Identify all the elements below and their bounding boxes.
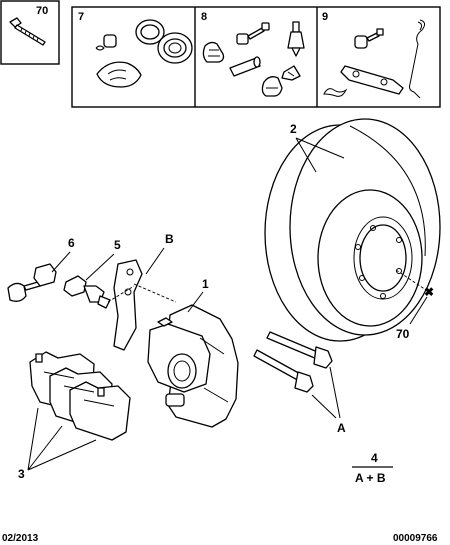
kit-box-8-label: 8 — [201, 11, 207, 23]
callout-bleed-cap: 6 — [68, 236, 75, 250]
bleed-cap[interactable] — [7, 263, 57, 302]
kit-box-70[interactable]: 70 — [0, 0, 60, 65]
bolt-lower[interactable] — [253, 349, 314, 393]
dust-seal-icon — [135, 19, 165, 45]
formula-numerator: 4 — [371, 451, 378, 465]
brake-pads[interactable] — [29, 351, 131, 441]
assembly-formula: 4 A + B — [352, 451, 393, 485]
formula-denominator: A + B — [355, 471, 386, 485]
footer-ref-number: 00009766 — [393, 533, 438, 544]
kit-box-9[interactable]: 9 — [322, 11, 426, 99]
screw-icon — [9, 17, 46, 46]
kit-box-7-label: 7 — [78, 11, 84, 23]
anti-rattle-clip-icon — [281, 65, 301, 81]
callout-disc: 2 — [290, 122, 297, 136]
bolt-upper[interactable] — [266, 331, 333, 369]
guide-sleeve-icon — [229, 56, 261, 77]
bleed-screw[interactable] — [63, 275, 111, 309]
disc-screw-marker: ✖ — [424, 285, 434, 299]
spring-clip-icon — [409, 19, 426, 99]
piston-seal-icon — [157, 32, 193, 64]
bleed-cap-small-icon — [354, 28, 384, 49]
guide-pin-icon — [236, 22, 270, 45]
kit-box-9-label: 9 — [322, 11, 328, 23]
guide-plate-icon — [340, 65, 404, 95]
grease-tube-icon — [287, 21, 305, 57]
callout-bleed-screw: 5 — [114, 238, 121, 252]
boot-icon — [202, 41, 225, 63]
boot-small-icon — [261, 76, 283, 97]
kit-box-70-label: 70 — [36, 5, 48, 17]
footer-date: 02/2013 — [2, 533, 39, 544]
callout-bolts: A — [337, 421, 346, 435]
callout-disc-screw: 70 — [396, 327, 410, 341]
caliper-bracket[interactable] — [113, 259, 143, 351]
sleeve-icon — [95, 34, 117, 51]
kit-box-7[interactable]: 7 — [78, 11, 193, 88]
callout-caliper: 1 — [202, 277, 209, 291]
brake-disc[interactable] — [264, 118, 441, 342]
retaining-clip-icon — [323, 88, 348, 97]
brake-caliper[interactable] — [147, 304, 239, 428]
grease-sachet-icon — [96, 61, 142, 88]
callout-bracket: B — [165, 232, 174, 246]
kit-box-8[interactable]: 8 — [201, 11, 305, 97]
callout-pads: 3 — [18, 467, 25, 481]
